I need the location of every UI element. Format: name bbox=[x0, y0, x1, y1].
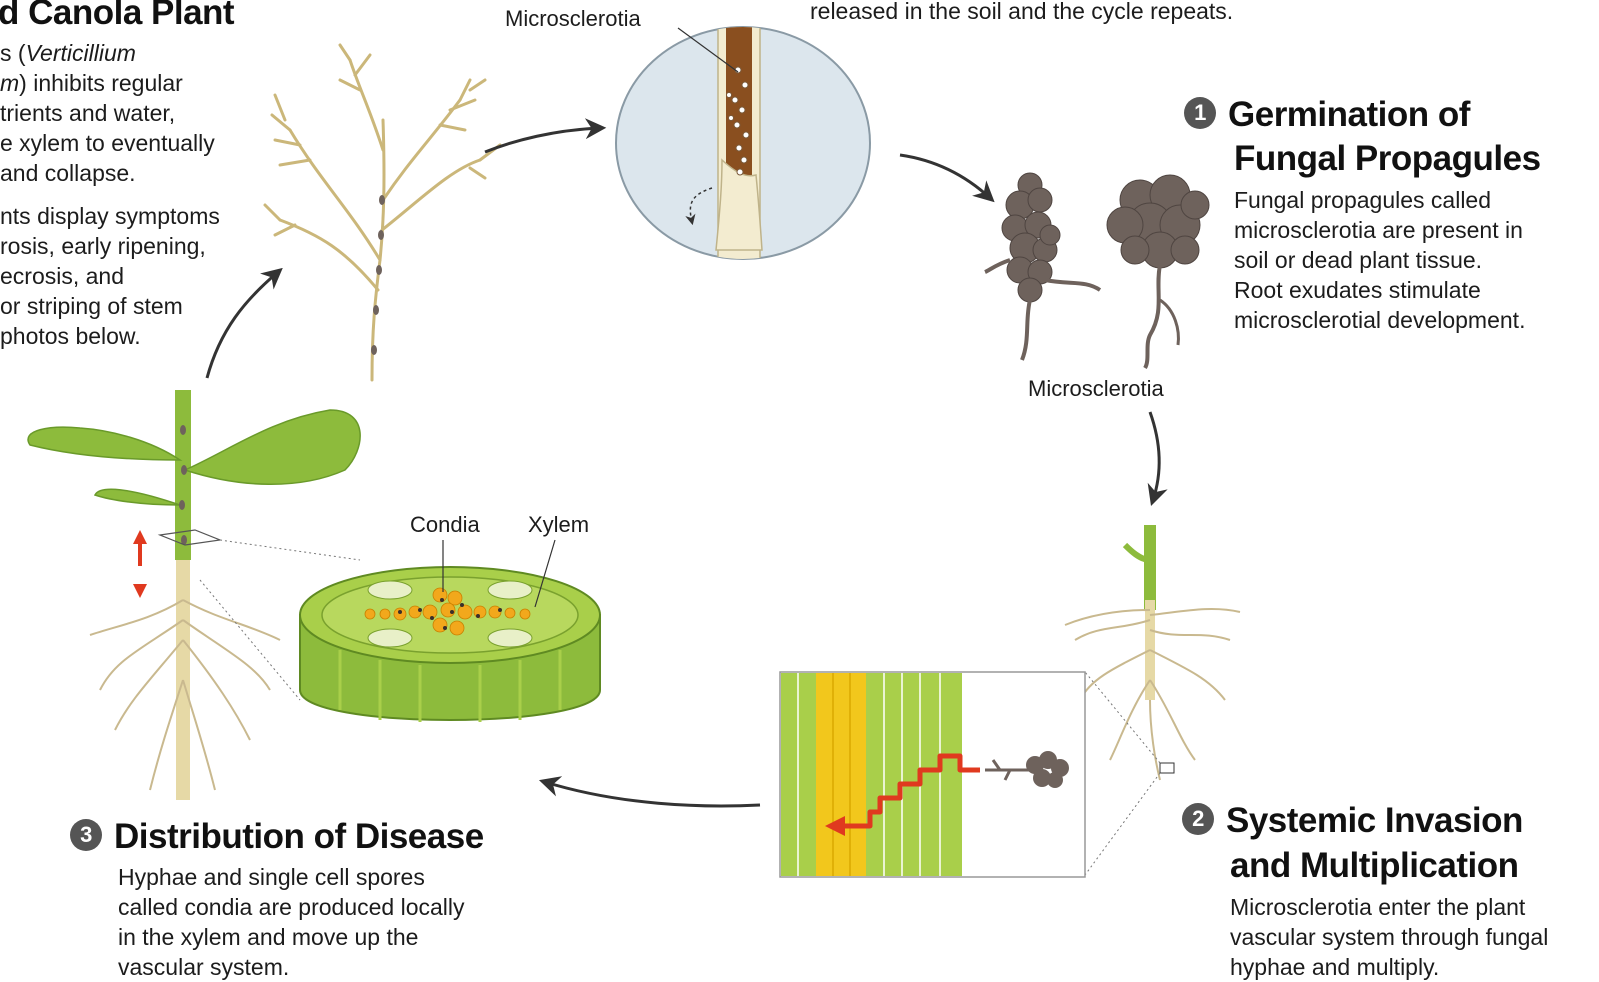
green-plant-illustration bbox=[28, 390, 360, 800]
step1-number-badge: 1 bbox=[1184, 97, 1216, 129]
top-left-title: d Canola Plant bbox=[0, 0, 234, 34]
stem-cross-section-disk bbox=[300, 540, 600, 722]
top-left-paragraph-1: s (Verticillium m) inhibits regular trie… bbox=[0, 38, 215, 188]
step3-description: Hyphae and single cell sporescalled cond… bbox=[118, 862, 465, 982]
step1-title-line2: Fungal Propagules bbox=[1234, 138, 1541, 180]
step1-description: Fungal propagules calledmicrosclerotia a… bbox=[1234, 185, 1525, 335]
step2-title-line2: and Multiplication bbox=[1230, 845, 1518, 887]
step1-title: 1Germination of bbox=[1184, 94, 1470, 136]
tissue-invasion-box bbox=[780, 672, 1085, 877]
infected-seedling-illustration bbox=[1065, 525, 1240, 780]
top-left-paragraph-2: nts display symptoms rosis, early ripeni… bbox=[0, 201, 220, 351]
microsclerotia-left bbox=[985, 173, 1100, 360]
step2-title: 2Systemic Invasion bbox=[1182, 800, 1523, 842]
step3-title: 3Distribution of Disease bbox=[70, 816, 484, 858]
microsclerotia-right bbox=[1107, 175, 1209, 368]
step1-microsclerotia-label: Microsclerotia bbox=[1028, 376, 1164, 402]
xylem-label: Xylem bbox=[528, 512, 589, 538]
dry-plant-illustration bbox=[265, 45, 500, 380]
stem-magnified-circle bbox=[616, 20, 870, 270]
cycle-repeat-text: released in the soil and the cycle repea… bbox=[810, 0, 1233, 26]
step3-number-badge: 3 bbox=[70, 819, 102, 851]
stem-microsclerotia-label: Microsclerotia bbox=[505, 6, 641, 32]
condia-label: Condia bbox=[410, 512, 480, 538]
step2-number-badge: 2 bbox=[1182, 803, 1214, 835]
step2-description: Microsclerotia enter the plantvascular s… bbox=[1230, 892, 1548, 982]
microsclerotia-illustration bbox=[985, 173, 1209, 368]
